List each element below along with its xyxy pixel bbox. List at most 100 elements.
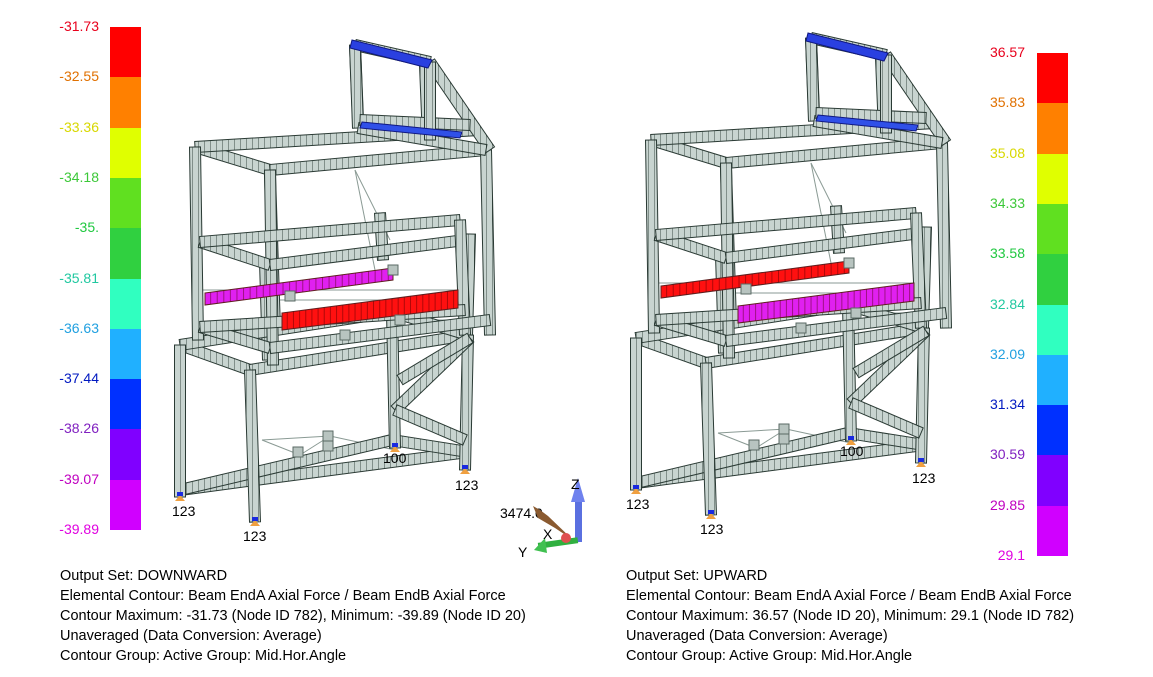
legend-value-label: -39.89 <box>59 521 99 537</box>
contour-type-label: Elemental Contour: Beam EndA Axial Force… <box>60 588 506 604</box>
legend-value-label: -33.36 <box>59 118 99 135</box>
legend-swatch <box>110 228 141 279</box>
frame-beam <box>724 306 948 348</box>
constraint-icon <box>250 520 260 526</box>
constraint-icon <box>916 461 926 467</box>
axis-x-label: X <box>543 526 553 542</box>
frame-beam <box>479 149 497 336</box>
legend-value-label: 33.58 <box>989 245 1025 262</box>
node-label: 123 <box>172 503 196 519</box>
frame-beam <box>396 332 474 386</box>
frame-beam <box>174 344 186 498</box>
legend-value-label: 34.33 <box>989 194 1025 211</box>
legend-value-label: 36.57 <box>989 44 1025 60</box>
legend-value-label: -38.26 <box>59 420 99 437</box>
legend-value-label: 35.83 <box>989 94 1025 111</box>
contour-maxmin-label: Contour Maximum: 36.57 (Node ID 20), Min… <box>626 608 1075 624</box>
constraint-icon <box>846 439 856 445</box>
right-frame-model <box>630 32 953 519</box>
legend-value-label: -35. <box>74 219 99 236</box>
legend-value-label: -32.55 <box>59 68 99 85</box>
left-legend-bar <box>110 27 141 531</box>
legend-value-label: 29.85 <box>989 496 1025 513</box>
legend-value-label: -31.73 <box>59 18 99 34</box>
node-marker <box>918 458 924 462</box>
node-marker <box>177 492 183 496</box>
legend-swatch <box>1037 304 1068 356</box>
top-mount-plate <box>805 32 889 62</box>
frame-beam <box>644 139 661 334</box>
contour-maxmin-label: Contour Maximum: -31.73 (Node ID 782), M… <box>60 608 526 624</box>
lumped-mass-icon <box>778 433 790 445</box>
legend-value-label: -39.07 <box>59 470 99 487</box>
legend-swatch <box>1037 103 1068 155</box>
output-set-label: Output Set: UPWARD <box>626 568 768 584</box>
right-legend-bar <box>1037 53 1068 557</box>
lumped-mass-icon <box>292 446 304 458</box>
legend-swatch <box>1037 354 1068 406</box>
node-label: 123 <box>700 521 724 537</box>
frame-beam <box>880 54 892 134</box>
frame-beam <box>724 226 923 265</box>
frame-beam <box>188 146 205 341</box>
node-label: 3474.0 <box>500 505 543 521</box>
constraint-icon <box>631 488 641 494</box>
axis-y-label: Y <box>518 544 528 560</box>
contour-group-label: Contour Group: Active Group: Mid.Hor.Ang… <box>60 648 347 664</box>
upper-mount-bar <box>815 114 919 132</box>
lumped-mass-icon <box>284 290 296 302</box>
legend-value-label: -36.63 <box>59 319 99 336</box>
upper-mount-bar <box>359 121 463 139</box>
legend-value-label: 35.08 <box>989 144 1025 161</box>
rigid-link <box>717 428 787 434</box>
constraint-icon <box>706 513 716 519</box>
legend-swatch <box>110 27 141 78</box>
contoured-angle-member <box>281 289 459 331</box>
lumped-mass-icon <box>387 264 399 276</box>
lumped-mass-icon <box>748 439 760 451</box>
node-marker <box>252 517 258 521</box>
legend-value-label: 32.84 <box>989 295 1025 312</box>
legend-swatch <box>110 177 141 229</box>
top-mount-plate <box>349 39 433 69</box>
legend-swatch <box>110 379 141 430</box>
contoured-angle-member <box>737 282 915 324</box>
legend-swatch <box>110 429 141 481</box>
constraint-icon <box>175 495 185 501</box>
node-label: 100 <box>383 450 407 466</box>
lumped-mass-icon <box>778 423 790 435</box>
frame-beam <box>392 404 468 446</box>
legend-swatch <box>1037 505 1068 557</box>
frame-beam <box>935 142 953 329</box>
node-label: 123 <box>912 470 936 486</box>
lumped-mass-icon <box>850 307 862 319</box>
legend-value-label: -37.44 <box>59 370 99 387</box>
right-info-block: Output Set: UPWARD Elemental Contour: Be… <box>626 566 1074 666</box>
legend-swatch <box>1037 53 1068 104</box>
legend-swatch <box>1037 254 1068 305</box>
frame-beam <box>914 327 931 464</box>
legend-value-label: 30.59 <box>989 446 1025 463</box>
lumped-mass-icon <box>795 322 807 334</box>
legend-swatch <box>1037 455 1068 507</box>
node-label: 123 <box>626 496 650 512</box>
legend-swatch <box>1037 153 1068 205</box>
legend-swatch <box>110 278 141 330</box>
node-marker <box>633 485 639 489</box>
constraint-icon <box>390 446 400 452</box>
contoured-angle-member <box>204 267 394 306</box>
lumped-mass-icon <box>740 283 752 295</box>
legend-swatch <box>110 479 141 531</box>
frame-beam <box>198 213 462 249</box>
legend-swatch <box>110 127 141 179</box>
node-label: 100 <box>840 443 864 459</box>
legend-value-label: 29.1 <box>997 547 1025 563</box>
frame-beam <box>852 325 930 379</box>
averaging-label: Unaveraged (Data Conversion: Average) <box>626 628 888 644</box>
frame-beam <box>268 313 492 355</box>
lumped-mass-icon <box>322 430 334 442</box>
frame-beam <box>458 334 475 471</box>
averaging-label: Unaveraged (Data Conversion: Average) <box>60 628 322 644</box>
frame-beam <box>699 362 718 516</box>
